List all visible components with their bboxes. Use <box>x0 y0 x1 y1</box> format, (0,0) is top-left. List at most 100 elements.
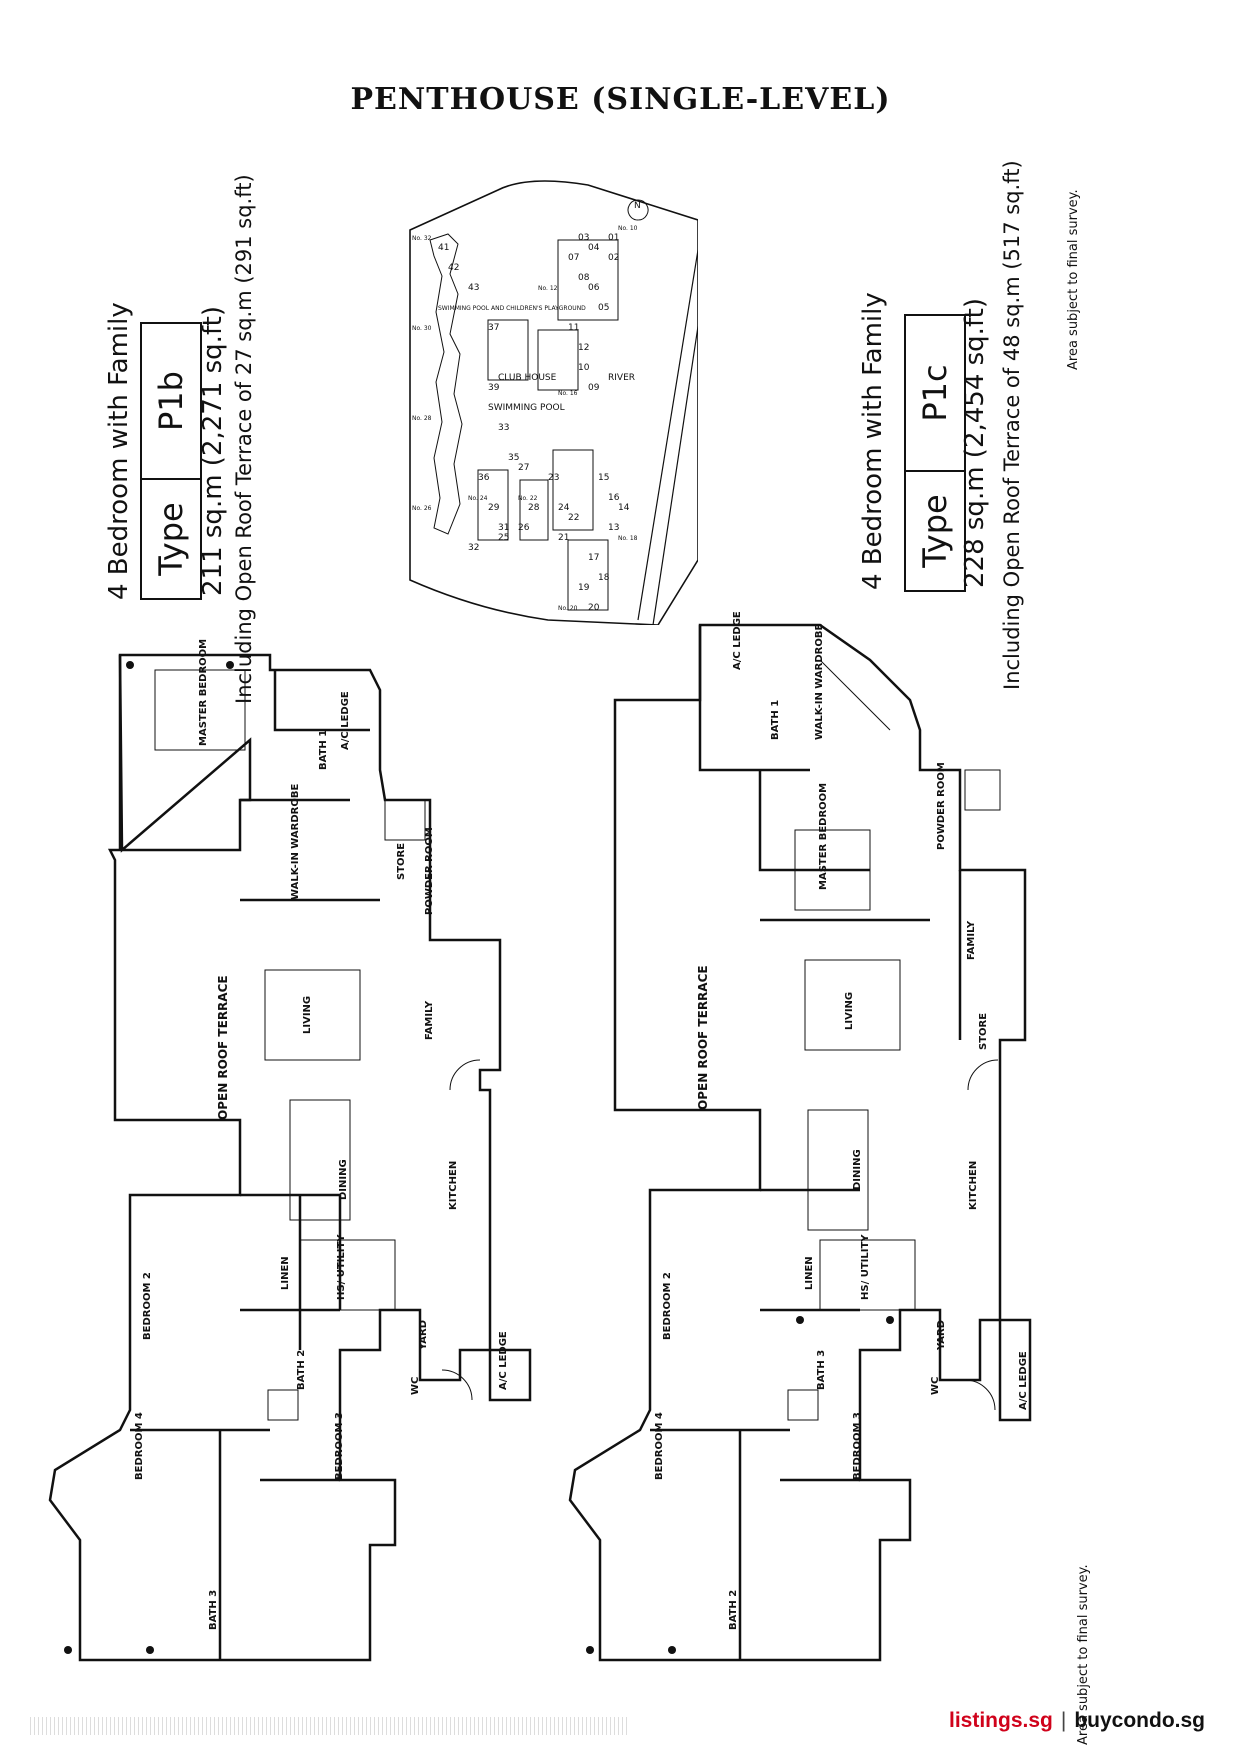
site-block-23: 23 <box>548 473 559 483</box>
site-label-pool: SWIMMING POOL <box>488 403 565 413</box>
p1c-room-powder: POWDER ROOM <box>936 762 947 850</box>
site-plan: N CLUB HOUSE SWIMMING POOL SWIMMING POOL… <box>408 180 709 629</box>
p1c-room-wardrobe: WALK-IN WARDROBE <box>814 623 825 740</box>
site-block-08: 08 <box>578 273 590 283</box>
p1c-room-bath2: BATH 2 <box>728 1589 739 1630</box>
p1b-room-store: STORE <box>396 842 407 880</box>
site-block-no-label: No. 10 <box>618 225 638 232</box>
site-block-10: 10 <box>578 363 590 373</box>
p1c-room-family: FAMILY <box>966 920 977 960</box>
footer-link-buycondo[interactable]: buycondo.sg <box>1074 1709 1205 1732</box>
p1b-room-kitchen: KITCHEN <box>448 1160 459 1210</box>
p1b-room-ac-bottom: A/C LEDGE <box>498 1331 509 1390</box>
site-block-01: 01 <box>608 233 619 243</box>
site-block-43: 43 <box>468 283 479 293</box>
p1c-room-bed4: BEDROOM 4 <box>654 1412 665 1480</box>
site-block-no-label: No. 22 <box>518 495 538 502</box>
p1b-room-master: MASTER BEDROOM <box>198 638 209 746</box>
p1b-type-code: P1b <box>152 371 190 431</box>
site-block-18: 18 <box>598 573 610 583</box>
page-title: PENTHOUSE (SINGLE-LEVEL) <box>350 82 891 117</box>
scan-noise <box>30 1717 630 1735</box>
site-block-32: 32 <box>468 543 479 553</box>
site-plan-drawing: N CLUB HOUSE SWIMMING POOL SWIMMING POOL… <box>409 180 709 626</box>
site-block-25: 25 <box>498 533 509 543</box>
p1b-room-bath3: BATH 3 <box>208 1589 219 1630</box>
site-block-no-label: No. 30 <box>412 325 432 332</box>
p1b-room-utility: HS/ UTILITY <box>336 1234 347 1300</box>
site-block-19: 19 <box>578 583 590 593</box>
site-block-26: 26 <box>518 523 530 533</box>
site-block-12: 12 <box>578 343 589 353</box>
site-block-no-label: No. 32 <box>412 235 432 242</box>
p1c-room-bed3: BEDROOM 3 <box>852 1412 863 1480</box>
p1b-room-yard: YARD <box>418 1319 429 1350</box>
p1b-room-bed4: BEDROOM 4 <box>134 1412 145 1480</box>
p1c-room-dining: DINING <box>852 1149 863 1190</box>
p1b-room-family: FAMILY <box>424 1000 435 1040</box>
site-block-no-label: No. 26 <box>412 505 432 512</box>
site-block-05: 05 <box>598 303 609 313</box>
site-block-no-label: No. 12 <box>538 285 558 292</box>
site-block-39: 39 <box>488 383 500 393</box>
site-label-playground: SWIMMING POOL AND CHILDREN'S PLAYGROUND <box>438 305 586 312</box>
site-block-35: 35 <box>508 453 519 463</box>
footer-separator: | <box>1060 1709 1067 1732</box>
p1c-room-terrace: OPEN ROOF TERRACE <box>696 965 710 1110</box>
p1b-room-powder: POWDER ROOM <box>424 827 435 915</box>
floorplan-p1b: MASTER BEDROOM A/C LEDGE BATH 1 WALK-IN … <box>40 639 560 1710</box>
site-block-no-label: No. 16 <box>558 390 578 397</box>
site-block-14: 14 <box>618 503 630 513</box>
p1c-room-store: STORE <box>978 1012 989 1050</box>
site-block-21: 21 <box>558 533 569 543</box>
p1c-room-yard: YARD <box>936 1319 947 1350</box>
site-block-no-label: No. 24 <box>468 495 488 502</box>
site-block-no-label: No. 18 <box>618 535 638 542</box>
p1c-room-linen: LINEN <box>804 1256 815 1290</box>
site-block-16: 16 <box>608 493 620 503</box>
site-block-41: 41 <box>438 243 449 253</box>
site-block-27: 27 <box>518 463 529 473</box>
site-block-17: 17 <box>588 553 599 563</box>
p1b-area: 211 sq.m (2,271 sq.ft) <box>198 306 228 596</box>
floorplan-p1b-drawing <box>48 653 532 1662</box>
p1c-room-utility: HS/ UTILITY <box>860 1234 871 1300</box>
p1b-room-linen: LINEN <box>280 1256 291 1290</box>
p1c-type-code: P1c <box>916 364 954 422</box>
site-block-04: 04 <box>588 243 600 253</box>
p1c-room-kitchen: KITCHEN <box>968 1160 979 1210</box>
p1b-room-bed2: BEDROOM 2 <box>142 1272 153 1340</box>
site-label-river: RIVER <box>608 373 635 383</box>
floorplan-p1c: A/C LEDGE BATH 1 WALK-IN WARDROBE MASTER… <box>560 611 1060 1710</box>
footer-link-listings[interactable]: listings.sg <box>949 1709 1053 1732</box>
p1b-room-terrace: OPEN ROOF TERRACE <box>216 975 230 1120</box>
p1c-room-ac-top: A/C LEDGE <box>732 611 743 670</box>
site-block-22: 22 <box>568 513 579 523</box>
p1b-room-bed3: BEDROOM 3 <box>334 1412 345 1480</box>
site-block-31: 31 <box>498 523 509 533</box>
site-block-09: 09 <box>588 383 600 393</box>
site-block-24: 24 <box>558 503 570 513</box>
p1c-type-box: Type P1c <box>904 314 966 592</box>
p1c-room-bath3: BATH 3 <box>816 1349 827 1390</box>
site-north-label: N <box>634 201 641 211</box>
p1b-type-box: Type P1b <box>140 322 202 600</box>
p1b-description: 4 Bedroom with Family <box>104 302 134 600</box>
p1c-room-bath1: BATH 1 <box>770 699 781 740</box>
site-block-29: 29 <box>488 503 500 513</box>
site-block-no-label: No. 20 <box>558 605 578 612</box>
p1c-terrace-area: Including Open Roof Terrace of 48 sq.m (… <box>1000 160 1024 690</box>
site-block-42: 42 <box>448 263 459 273</box>
p1c-area: 228 sq.m (2,454 sq.ft) <box>960 298 990 588</box>
site-block-03: 03 <box>578 233 589 243</box>
p1b-type-label: Type <box>142 478 200 598</box>
p1c-room-wc: WC <box>930 1376 941 1395</box>
p1c-room-master: MASTER BEDROOM <box>818 782 829 890</box>
p1b-room-living: LIVING <box>302 995 313 1034</box>
site-block-11: 11 <box>568 323 579 333</box>
site-block-33: 33 <box>498 423 509 433</box>
p1b-room-bath1: BATH 1 <box>318 729 329 770</box>
p1c-description: 4 Bedroom with Family <box>858 292 888 590</box>
p1b-terrace-area: Including Open Roof Terrace of 27 sq.m (… <box>232 174 256 704</box>
site-block-20: 20 <box>588 603 600 613</box>
